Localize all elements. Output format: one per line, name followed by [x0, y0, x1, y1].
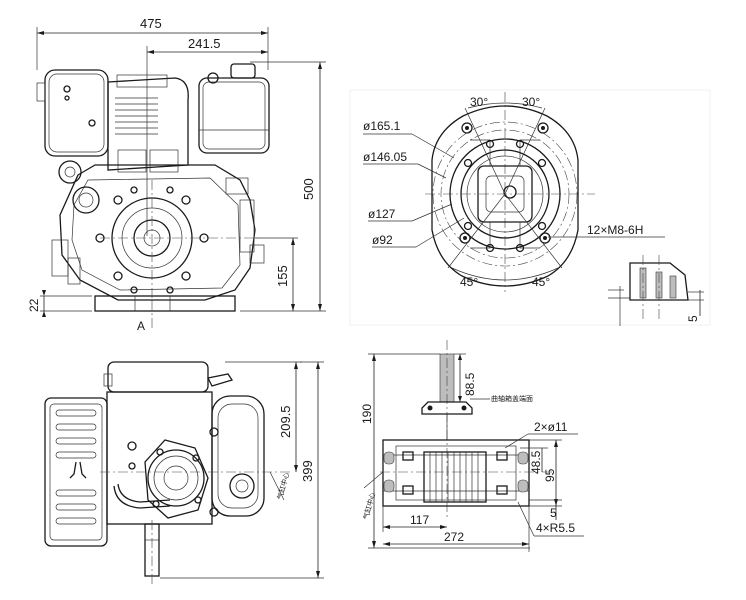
- dim-height-to-face: 190: [360, 404, 374, 424]
- dia-92: ø92: [372, 233, 393, 247]
- cylinder-center-note-mount: 气缸中心: [361, 491, 377, 520]
- dim-base-thickness: 22: [27, 298, 41, 312]
- fin-slots: [55, 409, 97, 525]
- section-mark-a: A: [137, 319, 145, 333]
- shaft-face-note: 曲轴箱盖端面: [491, 394, 533, 403]
- dim-height-overall: 500: [301, 178, 316, 200]
- dim-width-overall: 475: [140, 16, 162, 31]
- thread-spec: 12×M8-6H: [587, 223, 643, 237]
- dia-127: ø127: [368, 207, 396, 221]
- detail-depth: 5: [686, 315, 700, 322]
- louver-grid: [115, 97, 158, 135]
- dim-hole-spacing: 48.5: [529, 450, 543, 474]
- dim-edge-offset: 5: [550, 506, 557, 520]
- front-view: 475 241.5 500 155 22 A: [27, 16, 326, 333]
- dim-base-depth: 95: [543, 468, 557, 482]
- slots-note: 4×R5.5: [536, 521, 575, 535]
- dim-shaft-extension: 88.5: [463, 372, 477, 396]
- dim-width-to-shaft: 241.5: [188, 36, 221, 51]
- dim-center-offset: 117: [410, 513, 429, 527]
- dim-shaft-offset: 209.5: [278, 405, 293, 438]
- flange-bolt-holes: [459, 122, 551, 253]
- angle-bottom-right: 45°: [532, 275, 550, 289]
- dim-shaft-height: 155: [275, 265, 290, 287]
- dia-165-1: ø165.1: [363, 119, 401, 133]
- mount-view: 88.5 曲轴箱盖端面 190: [360, 340, 584, 552]
- dia-146-05: ø146.05: [363, 150, 407, 164]
- holes-note: 2×ø11: [534, 420, 568, 434]
- dim-base-width: 272: [444, 530, 464, 544]
- thread-detail: 5: [608, 255, 704, 326]
- angle-top-right: 30°: [522, 95, 540, 109]
- flange-view: 30° 30° 45° 45° ø165.1 ø146.05 ø127 ø92 …: [349, 89, 711, 326]
- angle-top-left: 30°: [470, 95, 488, 109]
- angle-bottom-left: 45°: [460, 275, 478, 289]
- dim-length-overall: 399: [300, 460, 315, 482]
- base-fins: [429, 452, 479, 502]
- cylinder-center-note-top: 气缸中心: [275, 471, 291, 500]
- top-view: 209.5 399 气缸中心: [44, 361, 324, 585]
